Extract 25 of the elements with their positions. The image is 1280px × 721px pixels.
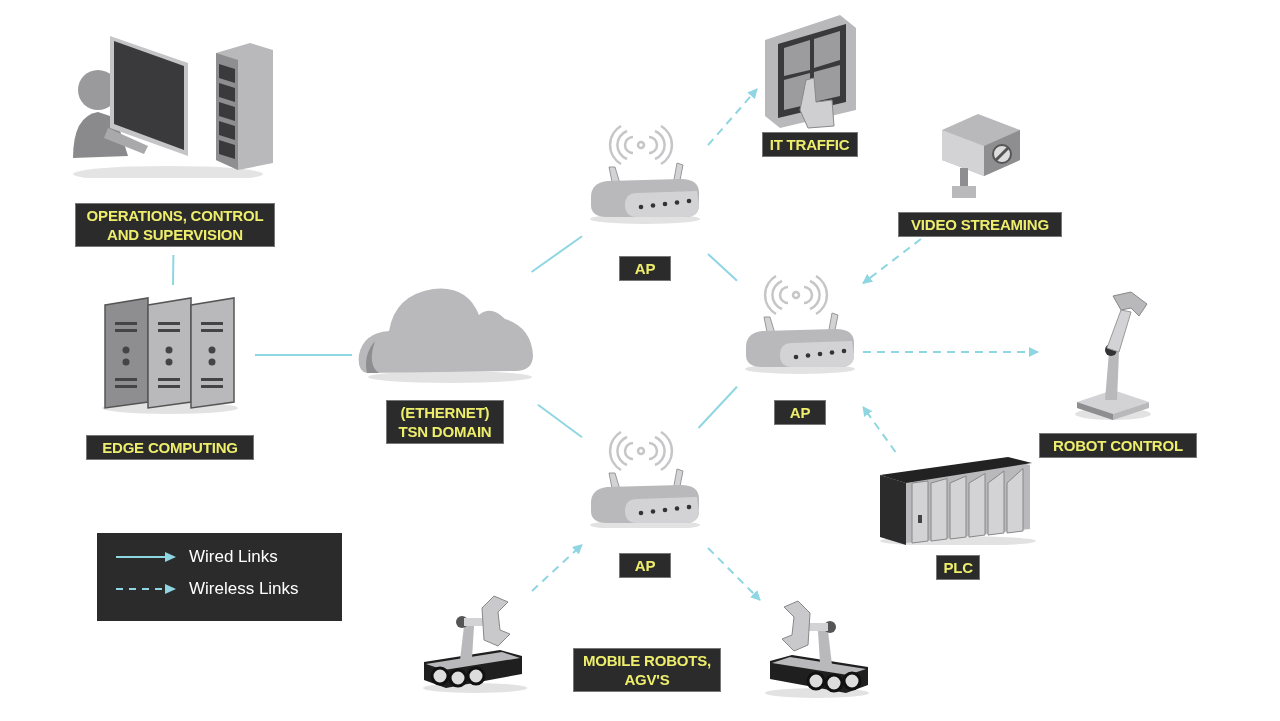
device-label: OPERATIONS, CONTROL AND SUPERVISION [75, 203, 275, 247]
arrow [707, 547, 761, 601]
arrow [862, 405, 897, 453]
device-label: VIDEO STREAMING [898, 212, 1062, 237]
connector-line [707, 252, 738, 282]
legend-text: Wireless Links [189, 579, 299, 599]
connector-line [697, 385, 738, 429]
device-label: (ETHERNET) TSN DOMAIN [386, 400, 504, 444]
device-label: PLC [935, 555, 980, 580]
device-label: AP [774, 400, 826, 425]
legend-text: Wired Links [189, 547, 278, 567]
connector-line [172, 254, 175, 286]
caption-label: MOBILE ROBOTS, AGV'S [573, 648, 721, 692]
arrow [862, 238, 922, 285]
arrow [862, 347, 1039, 357]
arrow [707, 88, 758, 147]
device-label: IT TRAFFIC [761, 132, 858, 157]
arrow [531, 543, 583, 592]
device-label: ROBOT CONTROL [1039, 433, 1197, 458]
connector-line [537, 403, 583, 439]
device-label: AP [619, 256, 671, 281]
device-label: AP [619, 553, 671, 578]
connector-line [254, 354, 353, 356]
connector-line [530, 235, 583, 273]
device-label: EDGE COMPUTING [86, 435, 254, 460]
